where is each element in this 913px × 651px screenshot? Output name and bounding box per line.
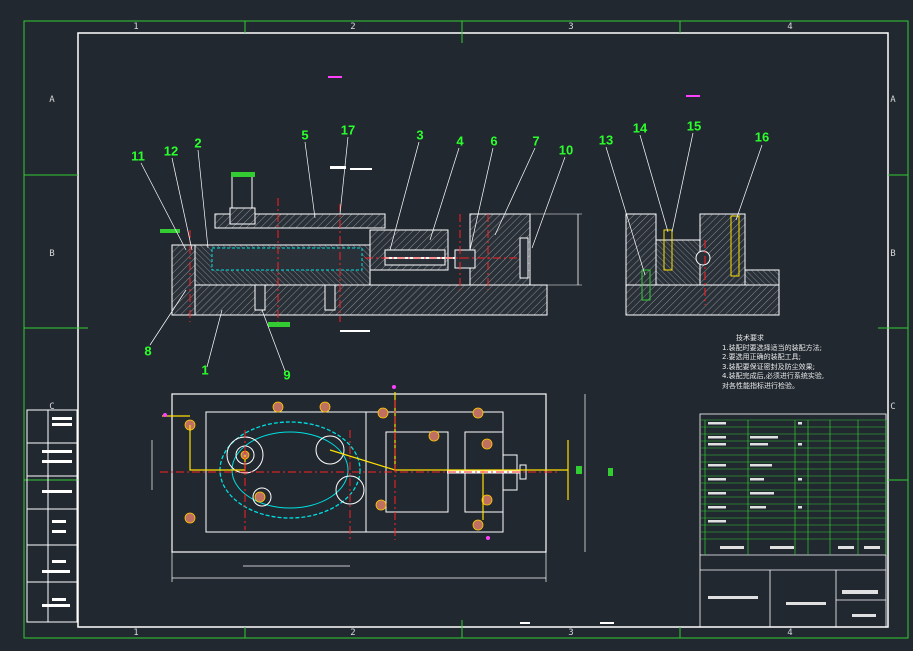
zone-row-a: A — [49, 95, 55, 105]
technical-requirements-title: 技术要求 — [736, 334, 764, 342]
part-label-6: 6 — [490, 133, 498, 149]
technical-requirements: 技术要求 1.装配时要选择适当的装配方法; 2.要选用正确的装配工具; 3.装配… — [722, 334, 824, 392]
technical-requirement-item: 对各性能指标进行检验。 — [722, 381, 799, 390]
part-label-7: 7 — [532, 133, 540, 149]
part-label-4: 4 — [456, 133, 464, 149]
bom-text-marks — [708, 422, 880, 617]
technical-requirement-item: 3.装配要保证密封及防尘效果; — [722, 362, 816, 371]
side-section-view — [625, 213, 780, 316]
part-label-1: 1 — [201, 362, 209, 378]
technical-requirement-item: 1.装配时要选择适当的装配方法; — [722, 343, 823, 352]
part-label-17: 17 — [340, 122, 356, 138]
zone-col-2-bottom: 2 — [350, 628, 356, 638]
zone-row-c-right: C — [890, 402, 896, 412]
drawing-frame — [77, 32, 889, 628]
part-label-3: 3 — [416, 127, 424, 143]
leader-lines — [140, 132, 763, 372]
part-label-9: 9 — [283, 367, 291, 383]
part-label-2: 2 — [194, 135, 202, 151]
zone-ticks — [24, 21, 908, 638]
zone-row-b-right: B — [890, 249, 896, 259]
part-label-15: 15 — [686, 118, 702, 134]
zone-col-2: 2 — [350, 22, 356, 32]
zone-row-c: C — [49, 402, 55, 412]
part-label-13: 13 — [598, 132, 614, 148]
zone-row-b: B — [49, 249, 55, 259]
part-label-14: 14 — [632, 120, 648, 136]
front-section-view — [160, 172, 582, 327]
part-label-10: 10 — [558, 142, 574, 158]
zone-row-a-right: A — [890, 95, 896, 105]
technical-requirement-item: 4.装配完成后,必须进行系统实验, — [722, 372, 825, 381]
part-label-16: 16 — [754, 129, 770, 145]
zone-col-4: 4 — [787, 22, 793, 32]
zone-col-1: 1 — [133, 22, 139, 32]
part-label-5: 5 — [301, 127, 309, 143]
zone-col-3-bottom: 3 — [568, 628, 574, 638]
outer-border — [23, 20, 909, 639]
technical-requirement-item: 2.要选用正确的装配工具; — [722, 353, 802, 362]
zone-col-3: 3 — [568, 22, 574, 32]
part-label-8: 8 — [144, 343, 152, 359]
side-blocks — [26, 409, 78, 623]
zone-col-4-bottom: 4 — [787, 628, 793, 638]
part-label-12: 12 — [163, 143, 179, 159]
top-view — [151, 392, 613, 582]
zone-col-1-bottom: 1 — [133, 628, 139, 638]
bom-table — [704, 420, 887, 555]
part-label-11: 11 — [131, 148, 145, 164]
bom-rows — [700, 419, 886, 540]
